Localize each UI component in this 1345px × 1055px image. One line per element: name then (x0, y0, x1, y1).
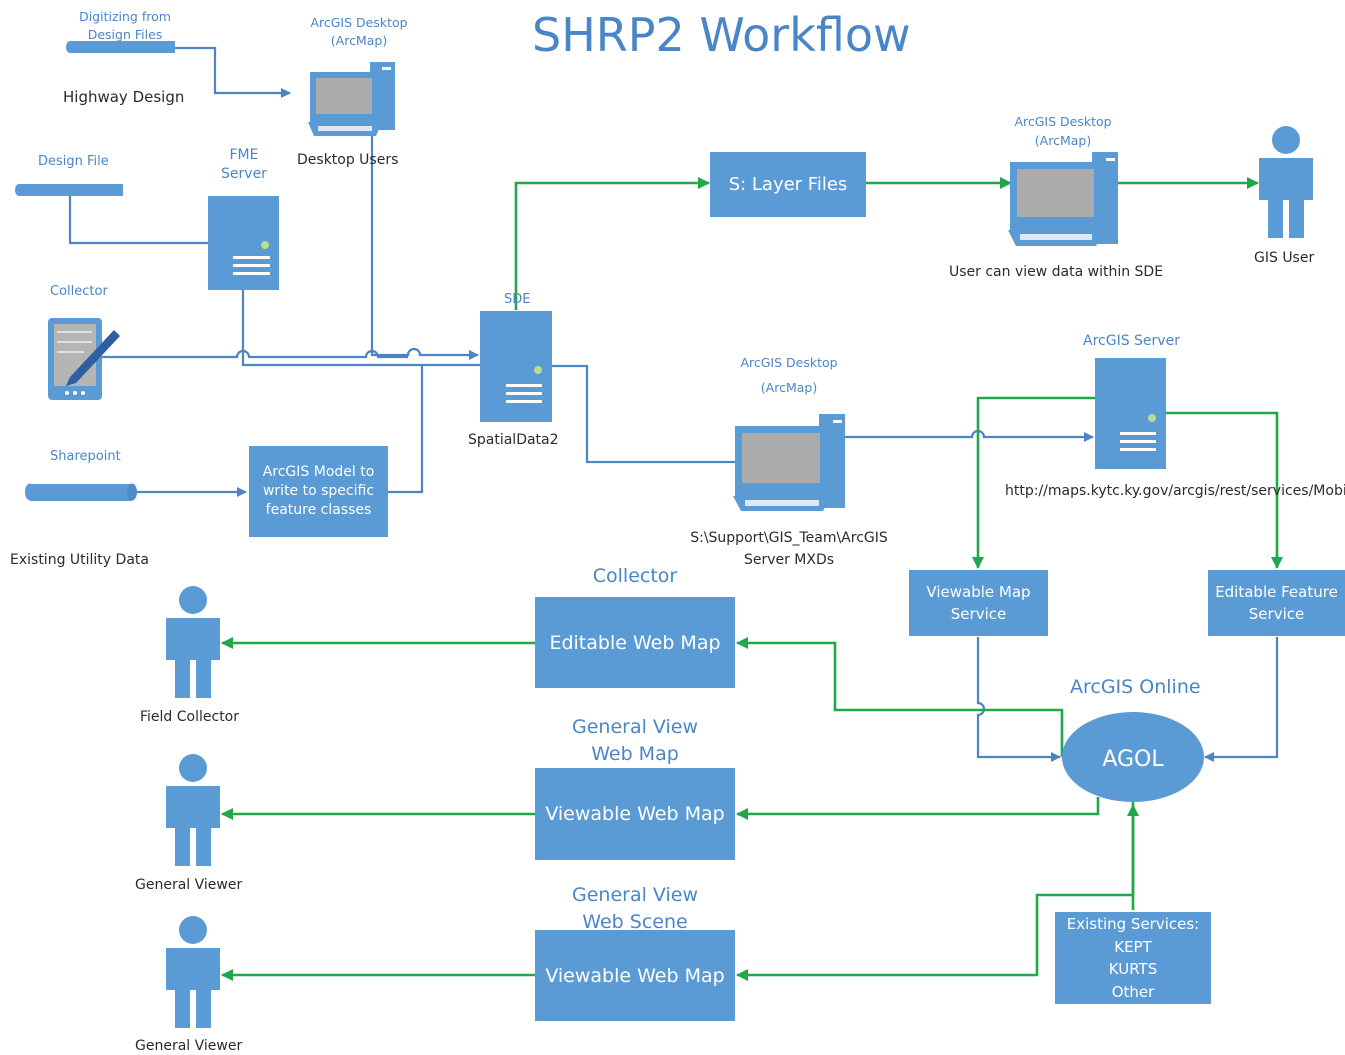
viewable-web-map-label: Viewable Web Map (545, 803, 725, 825)
collector-header: Collector (592, 565, 678, 587)
general-viewer-2-label: General Viewer (135, 1038, 243, 1054)
collector-to-sde-connector (100, 349, 408, 359)
desktop-users-caption: ArcGIS Desktop (ArcMap) (310, 15, 408, 48)
gis-user-person-icon (1259, 126, 1313, 238)
fme-to-sde-connector (241, 250, 520, 367)
existing-services-box[interactable]: Existing Services: KEPT KURTS Other (1055, 912, 1211, 1004)
viewable-map-service-label: Viewable Map Service (926, 583, 1031, 623)
fme-server-icon (208, 196, 279, 290)
collector-tablet-icon (48, 318, 120, 400)
agol-label: AGOL (1102, 747, 1164, 772)
arcgis-model-box[interactable]: ArcGIS Model to write to specific featur… (249, 446, 388, 537)
editable-feature-service-label: Editable Feature Service (1215, 583, 1338, 623)
collector-label: Collector (50, 284, 108, 299)
sde-to-mxd-connector (540, 364, 789, 467)
general-viewer-label: General Viewer (135, 877, 243, 893)
general-view-webmap-header: General View Web Map (571, 716, 698, 765)
arcgis-server-url: http://maps.kytc.ky.gov/arcgis/rest/serv… (1005, 483, 1345, 499)
designfile-source-icon (15, 184, 123, 196)
viewable-web-scene-label: Viewable Web Map (545, 964, 725, 987)
spatialdata2-label: SpatialData2 (468, 432, 559, 448)
layer-files-label: S: Layer Files (728, 174, 848, 195)
agol-to-viewable-webmap-connector (736, 797, 1100, 820)
field-collector-label: Field Collector (140, 709, 240, 725)
mxd-path-label: S:\Support\GIS_Team\ArcGIS Server MXDs (690, 530, 888, 568)
existing-services-kurts: KURTS (1108, 960, 1158, 978)
existing-services-other: Other (1111, 982, 1155, 1001)
sharepoint-source-icon (25, 483, 137, 501)
gis-user-label: GIS User (1254, 250, 1315, 266)
sharepoint-label: Sharepoint (50, 449, 121, 464)
fme-server-label: FME Server (221, 147, 267, 182)
sde-viewer-label: User can view data within SDE (949, 264, 1164, 280)
mxd-to-server-connector (843, 429, 1094, 442)
model-to-sde-connector (388, 365, 424, 494)
desktop-users-label: Desktop Users (297, 152, 399, 168)
arcgis-model-label: ArcGIS Model to write to specific featur… (262, 464, 375, 518)
existing-services-kept: KEPT (1114, 937, 1152, 956)
agol-ellipse (1062, 712, 1204, 802)
desktop-to-sde-connector (352, 85, 479, 360)
designfile-to-fme-connector (68, 193, 243, 248)
sde-to-layerfiles-connector (514, 177, 710, 310)
sde-caption: SDE (504, 292, 531, 307)
design-file-label: Design File (38, 154, 109, 169)
arcgis-server-label: ArcGIS Server (1083, 333, 1180, 349)
viewable-web-map-box[interactable]: Viewable Web Map (535, 768, 735, 860)
digitizing-to-desktop-connector (175, 46, 291, 98)
general-view-webscene-header: General View Web Scene (571, 884, 698, 933)
editable-web-map-box[interactable]: Editable Web Map (535, 597, 735, 688)
server-to-viewable-service-connector (972, 396, 1095, 569)
layer-files-box[interactable]: S: Layer Files (710, 152, 866, 217)
mxd-computer-icon (733, 414, 845, 511)
digitizing-label: Digitizing from Design Files (79, 9, 171, 42)
viewable-web-scene-box[interactable]: Viewable Web Map (535, 930, 735, 1021)
general-viewer-person-icon (166, 754, 220, 866)
server-to-editable-service-connector (1165, 411, 1283, 569)
editable-web-map-label: Editable Web Map (549, 631, 721, 654)
existing-utility-label: Existing Utility Data (10, 552, 149, 568)
viewable-map-service-box[interactable]: Viewable Map Service (909, 570, 1048, 636)
existing-services-heading: Existing Services: (1066, 915, 1200, 933)
general-viewer-2-person-icon (166, 916, 220, 1028)
arcgis-server-icon (1095, 358, 1166, 469)
agol-to-editable-webmap-connector (736, 637, 1064, 757)
arcgis-online-label: ArcGIS Online (1070, 676, 1201, 698)
editable-service-to-agol-connector (1204, 637, 1279, 762)
sde-viewer-computer-icon (1008, 152, 1118, 246)
sde-viewer-caption: ArcGIS Desktop (ArcMap) (1014, 114, 1112, 148)
field-collector-person-icon (166, 586, 220, 698)
editable-feature-service-box[interactable]: Editable Feature Service (1208, 570, 1345, 636)
page-title: SHRP2 Workflow (532, 8, 911, 62)
mxd-desktop-caption: ArcGIS Desktop (ArcMap) (740, 355, 838, 395)
digitizing-source-icon (66, 41, 175, 53)
sde-server-icon (480, 311, 552, 422)
viewable-service-to-agol-connector (976, 637, 1061, 762)
desktop-users-computer-icon (308, 62, 395, 136)
highway-design-label: Highway Design (63, 88, 185, 106)
